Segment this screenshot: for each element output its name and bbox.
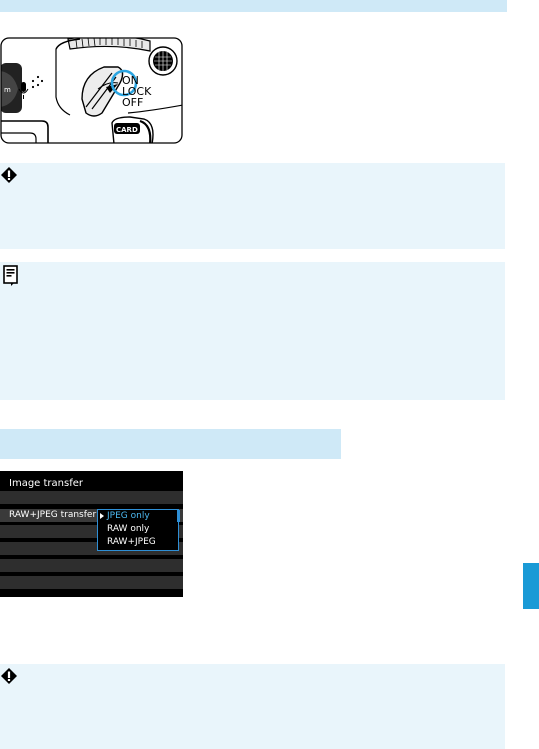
section-header <box>0 429 341 459</box>
caution-note <box>0 163 505 249</box>
svg-text:m: m <box>4 86 11 94</box>
card-label: CARD <box>116 126 138 134</box>
caution-icon <box>1 668 17 684</box>
raw-jpeg-transfer-setting[interactable]: RAW+JPEG transfer <box>9 510 97 520</box>
off-label: OFF <box>122 96 143 109</box>
memo-icon <box>3 265 18 286</box>
caution-note-bottom <box>0 664 505 749</box>
options-dropdown[interactable]: JPEG only RAW only RAW+JPEG <box>97 509 179 551</box>
menu-row <box>0 559 183 572</box>
caution-icon <box>1 167 17 183</box>
image-transfer-menu: Image transfer RAW+JPEG transfer JPEG on… <box>0 471 183 597</box>
on-label: ON <box>122 74 139 87</box>
top-bar <box>0 0 507 12</box>
option-raw-jpeg[interactable]: RAW+JPEG <box>107 537 156 547</box>
menu-row <box>0 491 183 504</box>
selection-indicator <box>177 510 180 522</box>
menu-title: Image transfer <box>9 478 83 489</box>
memo-note <box>0 262 505 400</box>
chapter-tab <box>523 563 539 609</box>
option-jpeg-only[interactable]: JPEG only <box>107 511 150 521</box>
camera-switch-illustration: m ON <box>0 37 183 144</box>
lock-label: LOCK <box>122 85 152 98</box>
microphone-icon <box>18 82 29 99</box>
right-triangle-icon <box>100 513 104 519</box>
menu-row <box>0 576 183 589</box>
option-raw-only[interactable]: RAW only <box>107 524 150 534</box>
